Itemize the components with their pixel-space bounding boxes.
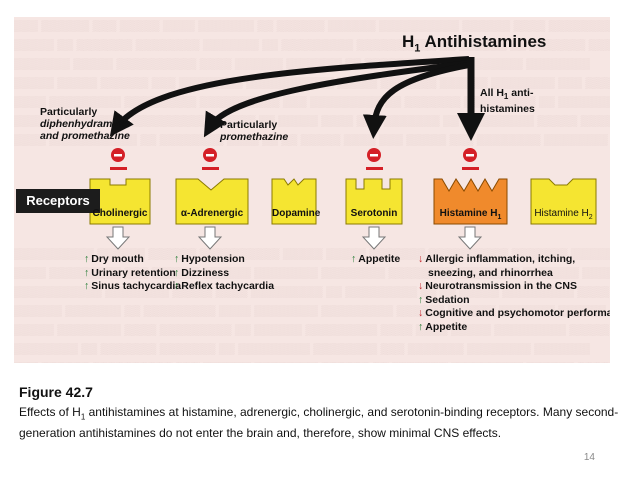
figure-panel: ▒▒▒ ▒▒▒▒▒▒ ▒▒▒ ▒▒▒▒▒ ▒▒▒▒ ▒▒▒▒▒▒▒ ▒▒ ▒▒▒…: [14, 17, 610, 363]
decrease-arrow-icon: ↓: [418, 253, 424, 265]
receptor-adrenergic: [175, 178, 249, 225]
block-symbol-adrenergic: [202, 148, 219, 170]
effect-item: ↓Neurotransmission in the CNS: [418, 280, 577, 292]
page-number: 14: [583, 452, 595, 463]
effect-item: sneezing, and rhinorrhea: [428, 266, 553, 279]
receptor-cholinergic: [89, 178, 151, 225]
effect-item: ↑Appetite: [418, 320, 468, 333]
effect-item: ↑Urinary retention: [84, 266, 176, 279]
note-diphenhydramine: Particularly diphenhydramine and prometh…: [40, 106, 130, 142]
effect-item: ↑Dry mouth: [84, 253, 144, 265]
increase-arrow-icon: ↑: [174, 253, 180, 265]
arrow-to-cholinergic: [109, 56, 470, 137]
note-left-line2: diphenhydramine: [40, 118, 128, 130]
receptor-serotonin: [345, 178, 403, 225]
block-symbol-serotonin: [366, 148, 383, 170]
effect-item: ↑Reflex tachycardia: [174, 280, 275, 292]
diagram-title: H1 Antihistamines: [402, 32, 547, 55]
effects-cholinergic: ↑Dry mouth ↑Urinary retention ↑Sinus tac…: [84, 253, 181, 294]
block-symbol-histamine: [462, 148, 479, 170]
effect-arrow-histamine: [457, 226, 483, 250]
effects-histamine-h1: ↓Allergic inflammation, itching, sneezin…: [418, 253, 610, 334]
effects-adrenergic: ↑Hypotension ↑Dizziness ↑Reflex tachycar…: [174, 253, 274, 294]
effect-arrow-adrenergic: [197, 226, 223, 250]
receptor-histamine-h2: [530, 178, 597, 225]
effect-item: ↑Dizziness: [174, 266, 230, 279]
increase-arrow-icon: ↑: [418, 320, 424, 333]
receptors-label: Receptors: [16, 189, 100, 213]
effect-item: ↑Sinus tachycardia: [84, 280, 182, 292]
increase-arrow-icon: ↑: [84, 266, 90, 279]
diagram-graphics: [89, 56, 597, 250]
note-left-line3: and promethazine: [40, 130, 130, 142]
increase-arrow-icon: ↑: [84, 253, 90, 265]
receptor-histamine-h1: [433, 178, 508, 225]
note-middle-line1: Particularly: [220, 119, 278, 131]
decrease-arrow-icon: ↓: [418, 307, 424, 319]
effect-arrow-serotonin: [361, 226, 387, 250]
increase-arrow-icon: ↑: [351, 253, 357, 265]
background-text-texture: ▒▒▒ ▒▒▒▒▒▒ ▒▒▒ ▒▒▒▒▒ ▒▒▒▒ ▒▒▒▒▒▒▒ ▒▒ ▒▒▒…: [14, 20, 610, 363]
receptor-label-serotonin: Serotonin: [350, 208, 398, 219]
effect-arrow-cholinergic: [105, 226, 131, 250]
note-right-line1: All H1 anti-: [480, 87, 534, 102]
note-left-line1: Particularly: [40, 106, 98, 118]
arrow-to-serotonin: [362, 62, 470, 139]
effect-item: ↑Sedation: [418, 293, 470, 306]
receptor-label-dopamine: Dopamine: [272, 208, 321, 219]
effect-item: ↑Appetite: [351, 253, 401, 265]
effects-serotonin: ↑Appetite: [351, 253, 400, 267]
caption-title: Figure 42.7: [19, 384, 93, 400]
effect-item: ↓Cognitive and psychomotor performance: [418, 307, 610, 319]
note-middle-line2: promethazine: [220, 131, 289, 143]
effect-item: ↓Allergic inflammation, itching,: [418, 253, 576, 265]
receptor-label-adrenergic: α-Adrenergic: [180, 208, 244, 219]
increase-arrow-icon: ↑: [418, 293, 424, 306]
caption-body: Effects of H1 antihistamines at histamin…: [19, 405, 619, 441]
note-all-h1: All H1 anti- histamines: [480, 87, 535, 115]
receptor-dopamine: [271, 178, 317, 225]
receptor-label-cholinergic: Cholinergic: [92, 208, 148, 219]
effect-item: ↑Hypotension: [174, 253, 245, 265]
receptor-label-histamine-h2: Histamine H2: [534, 208, 593, 221]
note-promethazine: Particularly promethazine: [220, 119, 288, 143]
increase-arrow-icon: ↑: [84, 280, 90, 292]
decrease-arrow-icon: ↓: [418, 280, 424, 292]
receptor-label-histamine-h1: Histamine H1: [439, 208, 502, 221]
arrow-to-adrenergic: [203, 60, 470, 138]
block-symbol-cholinergic: [110, 148, 127, 170]
increase-arrow-icon: ↑: [174, 266, 180, 279]
increase-arrow-icon: ↑: [174, 280, 180, 292]
note-right-line2: histamines: [480, 103, 535, 116]
